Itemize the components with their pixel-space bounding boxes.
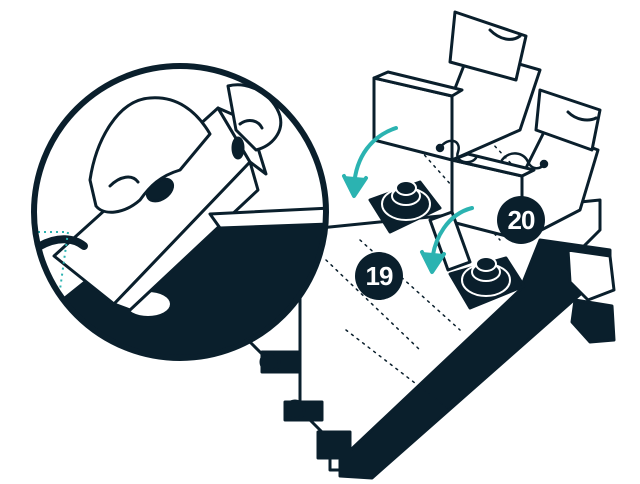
step-number-badge: 20 bbox=[497, 196, 545, 244]
detail-magnifier bbox=[20, 60, 340, 370]
step-number-badge: 19 bbox=[355, 252, 403, 300]
box-piece-upper bbox=[374, 12, 540, 160]
